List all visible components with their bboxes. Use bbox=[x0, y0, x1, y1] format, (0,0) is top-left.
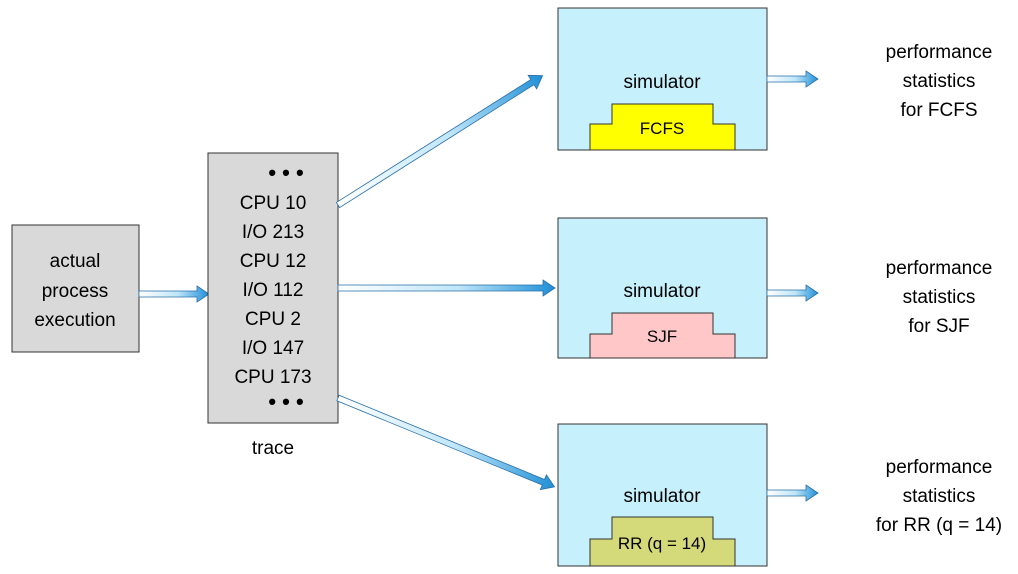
trace-entry: CPU 2 bbox=[245, 309, 301, 330]
arrow-sjf-output bbox=[766, 284, 819, 302]
sjf-output-line: statistics bbox=[903, 287, 976, 308]
rr-output-line: for RR (q = 14) bbox=[876, 515, 1002, 536]
trace-label: trace bbox=[252, 438, 294, 459]
fcfs-output-line: for FCFS bbox=[900, 100, 977, 121]
fcfs-output-line: statistics bbox=[903, 71, 976, 92]
arrow-rr-output bbox=[766, 484, 819, 502]
rr-algorithm-block bbox=[589, 516, 736, 567]
actual-line-3: execution bbox=[34, 310, 115, 331]
rr-output-line: performance bbox=[886, 457, 993, 478]
simulator-fcfs: simulator FCFS bbox=[557, 7, 768, 151]
sjf-algorithm-block bbox=[589, 312, 736, 359]
trace-entry: I/O 213 bbox=[242, 222, 304, 243]
trace-entry: CPU 173 bbox=[234, 367, 311, 388]
rr-output-line: statistics bbox=[903, 486, 976, 507]
arrow-trace-to-fcfs bbox=[335, 74, 544, 209]
trace-entry: CPU 10 bbox=[240, 193, 307, 214]
actual-line-1: actual bbox=[50, 251, 101, 272]
fcfs-algorithm-block bbox=[589, 103, 736, 151]
arrow-actual-to-trace bbox=[138, 285, 210, 303]
simulator-label: simulator bbox=[623, 281, 701, 302]
trace-dots-bottom: • • • bbox=[268, 389, 303, 414]
arrow-fcfs-output bbox=[766, 70, 819, 88]
arrow-trace-to-sjf bbox=[337, 279, 556, 297]
simulator-label: simulator bbox=[623, 72, 701, 93]
fcfs-algorithm-label: FCFS bbox=[640, 119, 684, 138]
trace-box: • • • CPU 10 I/O 213 CPU 12 I/O 112 CPU … bbox=[207, 152, 339, 424]
sjf-output-line: performance bbox=[886, 258, 993, 279]
actual-process-box: actual process execution bbox=[11, 224, 140, 353]
trace-entry: I/O 147 bbox=[242, 338, 304, 359]
sjf-output-line: for SJF bbox=[908, 316, 969, 337]
trace-entry: CPU 12 bbox=[240, 251, 307, 272]
sjf-algorithm-label: SJF bbox=[647, 327, 677, 346]
simulator-label: simulator bbox=[623, 486, 701, 507]
simulator-sjf: simulator SJF bbox=[557, 217, 768, 359]
simulator-rr: simulator RR (q = 14) bbox=[557, 423, 768, 567]
arrow-trace-to-rr bbox=[336, 394, 556, 491]
rr-algorithm-label: RR (q = 14) bbox=[618, 534, 706, 553]
trace-entry: I/O 112 bbox=[243, 280, 304, 301]
fcfs-output-line: performance bbox=[886, 42, 993, 63]
actual-line-2: process bbox=[42, 281, 109, 302]
trace-dots-top: • • • bbox=[268, 160, 303, 185]
